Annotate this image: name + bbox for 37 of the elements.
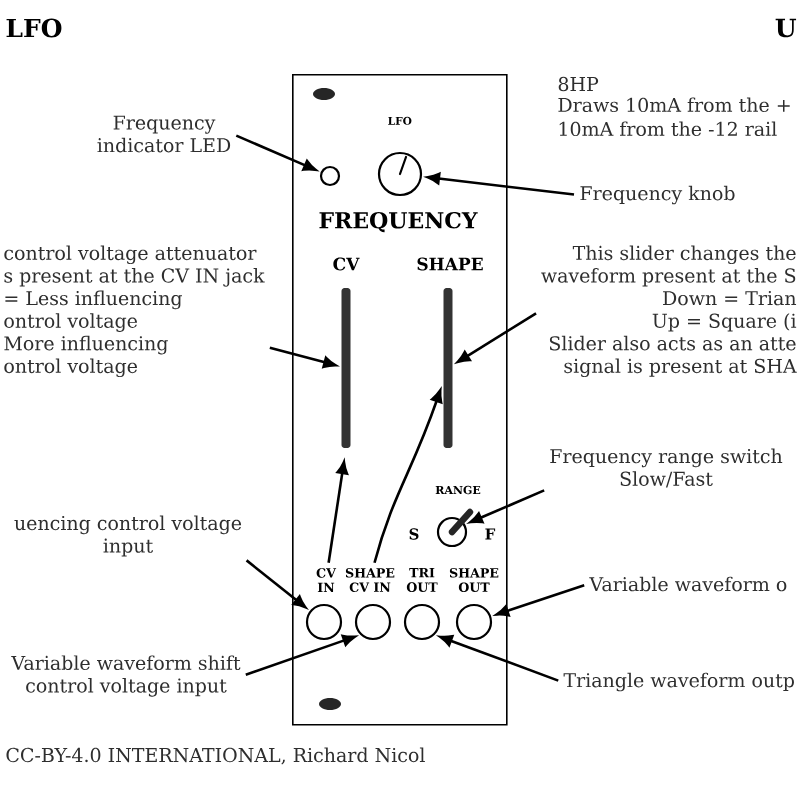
led [319,165,341,187]
arrow [456,312,537,364]
credit-text: CC-BY-4.0 INTERNATIONAL, Richard Nicol [6,747,425,765]
control-label: FREQUENCY [319,211,478,233]
callout-text: Frequency indicator LED [97,115,231,153]
arrow [439,635,559,682]
spec-text: Draws 10mA from the + 10mA from the -12 rail [558,97,790,137]
callout-text: Frequency range switch Slow/Fast [550,448,783,488]
jack-socket [403,603,441,641]
jack-socket [354,603,392,641]
arrow [245,559,307,609]
arrow [245,634,356,676]
jack-socket [455,603,493,641]
toggle-switch [436,508,474,548]
slider [443,288,453,448]
arrow [373,389,443,564]
callout-text: uencing control voltage input [14,515,242,557]
callout-text: Triangle waveform outp [563,672,794,692]
jack-socket [305,603,343,641]
arrow [269,346,337,369]
arrow [426,172,575,196]
arrow [469,489,545,524]
knob [377,151,423,197]
callout-text: control voltage attenuator s present at the CV IN jack = Less influencing ontrol voltage More influencing ontrol voltage [4,245,265,378]
arrow [235,134,317,171]
callout-text: Variable waveform o [589,576,787,592]
callout-text: Variable waveform shift control voltage input [11,655,241,697]
arrow [495,584,585,617]
arrow [327,460,349,563]
spec-text: 8HP [558,76,599,92]
heading-text: U [775,18,797,38]
control-label: SHAPE [417,257,483,271]
callout-text: This slider changes the waveform present at the S Down = Trian Up = Square (i Slider also acts as an atte signal is present at SHA [541,245,797,378]
control-label: CV [333,257,360,271]
callout-text: Frequency knob [580,185,735,205]
slider [341,288,351,448]
title: LFO [6,18,62,38]
